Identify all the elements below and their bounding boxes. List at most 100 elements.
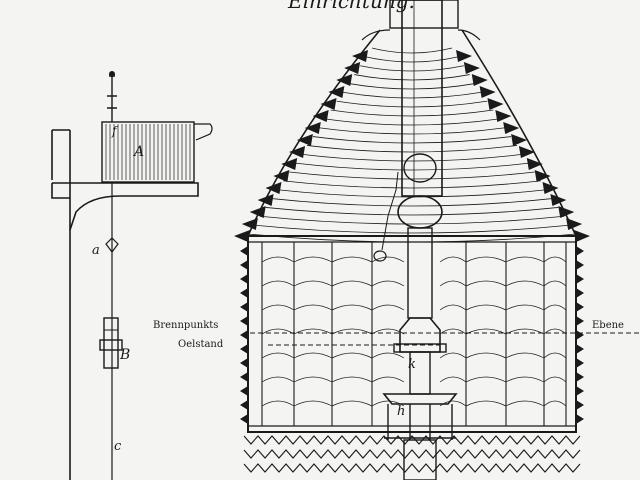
lens-arc: [371, 280, 405, 287]
lens-arc: [465, 280, 507, 287]
lens-arc: [293, 352, 333, 359]
prism-tooth-right: [456, 50, 472, 62]
dome-ring: [301, 153, 523, 162]
lens-arc: [293, 280, 333, 287]
side-tooth-right: [576, 372, 584, 382]
dome-ring: [253, 224, 571, 234]
lens-arc: [505, 328, 545, 335]
prism-tooth-right: [503, 122, 520, 134]
dome-ring: [366, 56, 458, 63]
hanging-chain: [381, 171, 399, 251]
prism-tooth-left: [234, 230, 250, 242]
label-f: f: [111, 124, 119, 138]
chimney-saddle: [361, 29, 481, 41]
side-tooth-right: [576, 316, 584, 326]
prism-tooth-right: [518, 146, 535, 158]
lens-arc: [293, 328, 333, 335]
lens-arc: [293, 400, 333, 407]
lens-arc: [465, 256, 507, 263]
lens-arc: [543, 400, 567, 407]
side-tooth-right: [576, 414, 584, 424]
prism-tooth-left: [320, 98, 337, 110]
label-k: k: [408, 357, 416, 372]
lens-arc: [261, 328, 295, 335]
side-tooth-left: [240, 400, 248, 410]
lens-arc: [439, 352, 467, 359]
prism-tooth-left: [304, 122, 321, 134]
prism-tooth-right: [471, 74, 488, 86]
side-tooth-left: [240, 372, 248, 382]
label-c: c: [114, 439, 122, 454]
bottom-prism-row: [243, 463, 581, 473]
lens-arc: [439, 280, 467, 287]
label-a-upper: A: [132, 144, 144, 160]
dome-ring: [324, 118, 500, 126]
lens-drum: [247, 235, 577, 433]
label-h: h: [397, 404, 405, 419]
lens-arc: [505, 352, 545, 359]
lens-arc: [261, 256, 295, 263]
lens-arc: [293, 304, 333, 311]
label-oelstand: Oelstand: [178, 339, 224, 350]
lens-arc: [293, 256, 333, 263]
lens-panels: [261, 242, 567, 426]
lens-arc: [543, 352, 567, 359]
lens-arc: [505, 400, 545, 407]
lens-arc: [331, 376, 373, 383]
cord-hook-a: [105, 237, 119, 253]
lens-arc: [371, 304, 405, 311]
side-tooth-left: [240, 302, 248, 312]
lens-arc: [439, 304, 467, 311]
lens-arc: [261, 352, 295, 359]
lens-arc: [331, 256, 373, 263]
lens-arc: [465, 352, 507, 359]
lens-arc: [505, 304, 545, 311]
bottom-prism-row: [243, 435, 581, 445]
lens-arc: [331, 328, 373, 335]
weight-b-collar: [99, 339, 123, 351]
label-a-lower: a: [92, 243, 100, 258]
side-tooth-left: [240, 288, 248, 298]
lens-arc: [331, 280, 373, 287]
lens-arc: [505, 256, 545, 263]
dome-ring: [354, 74, 470, 81]
side-tooth-right: [576, 358, 584, 368]
lens-arc: [331, 304, 373, 311]
dome-ring: [348, 83, 476, 90]
lens-arc: [439, 328, 467, 335]
lens-arc: [465, 400, 507, 407]
lens-arc: [261, 376, 295, 383]
side-tooth-right: [576, 330, 584, 340]
prism-tooth-left: [281, 158, 298, 170]
prism-teeth: [234, 50, 590, 424]
dome-ring: [259, 215, 565, 225]
side-tooth-left: [240, 414, 248, 424]
lens-arc: [543, 304, 567, 311]
title-fragment: Einrichtung.: [287, 0, 415, 13]
lens-arc: [465, 376, 507, 383]
prism-tooth-left: [249, 206, 266, 218]
lamp-reservoir: [397, 195, 443, 229]
chain-ring: [373, 250, 387, 262]
side-tooth-right: [576, 288, 584, 298]
side-tooth-left: [240, 330, 248, 340]
lens-arc: [331, 352, 373, 359]
side-tooth-left: [240, 260, 248, 270]
side-tooth-left: [240, 274, 248, 284]
housing-a-hatching: [105, 124, 191, 180]
prism-tooth-right: [566, 218, 583, 230]
prism-tooth-left: [336, 74, 353, 86]
prism-tooth-left: [344, 62, 361, 74]
top-knob: [109, 71, 115, 77]
prism-tooth-left: [257, 194, 274, 206]
side-tooth-right: [576, 400, 584, 410]
label-b: B: [119, 347, 130, 363]
side-tooth-right: [576, 246, 584, 256]
lens-arc: [261, 280, 295, 287]
lens-arc: [293, 376, 333, 383]
bottom-prism-rings: [243, 435, 581, 473]
lens-arc: [439, 256, 467, 263]
dome-ring: [295, 162, 529, 171]
prism-tooth-right: [534, 170, 551, 182]
side-tooth-right: [576, 344, 584, 354]
